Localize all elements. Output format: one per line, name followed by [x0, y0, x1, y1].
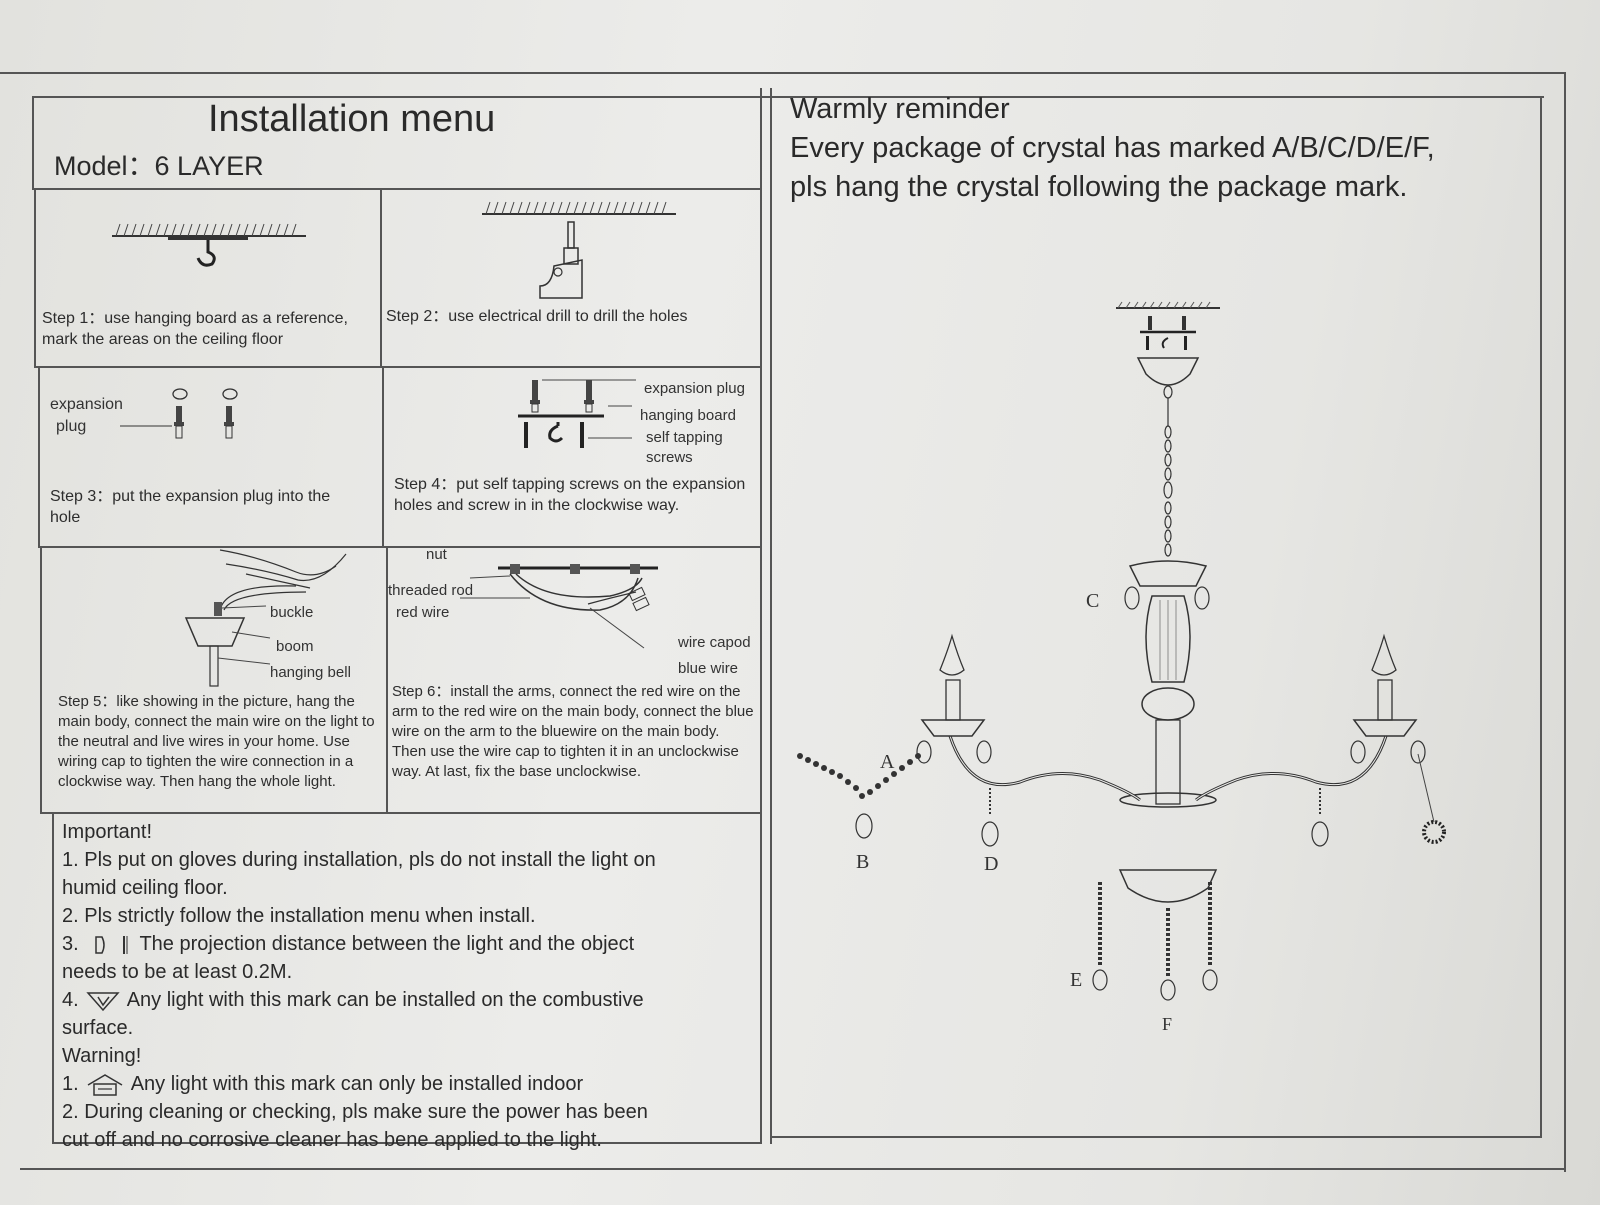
- step4-label-self-tapping: self tapping: [646, 429, 723, 446]
- cell-divider-3: [386, 546, 388, 812]
- warning-item-2a: 2. During cleaning or checking, pls make…: [62, 1101, 648, 1123]
- left-panel-bottom: [52, 1142, 762, 1144]
- important-item-4-number: 4.: [62, 989, 79, 1011]
- step1-ceiling-hook-illustration: [112, 223, 306, 267]
- important-item-2: 2. Pls strictly follow the installation …: [62, 905, 536, 927]
- step5-text: Step 5：like showing in the picture, hang…: [58, 693, 375, 790]
- warning-item-1-number: 1.: [62, 1073, 79, 1095]
- outer-border-right: [1564, 72, 1566, 1172]
- mark-a: A: [880, 751, 895, 773]
- step4-label-screws: screws: [646, 449, 693, 466]
- step6-arm-illustration: [460, 564, 658, 649]
- step4-screw-board-illustration: [518, 379, 636, 448]
- step4-label-expansion-plug: expansion plug: [644, 380, 745, 397]
- warning-item-1: 1. Any light with this mark can only be …: [62, 1070, 756, 1098]
- mark-e: E: [1070, 969, 1082, 991]
- important-item-1b: humid ceiling floor.: [62, 877, 228, 899]
- step2-text: Step 2：use electrical drill to drill the…: [386, 308, 688, 325]
- step5-main-body-illustration: [184, 549, 347, 687]
- important-item-3a: 3. The projection distance between the l…: [62, 930, 756, 958]
- warning-item-1-text: Any light with this mark can only be ins…: [130, 1073, 584, 1095]
- notes-block: Important! 1. Pls put on gloves during i…: [62, 818, 756, 1154]
- step3-expansion-plug-illustration: [120, 388, 238, 439]
- step6-text: Step 6：install the arms, connect the red…: [392, 683, 754, 780]
- table-border-left-4: [52, 812, 54, 1142]
- projection-distance-icon: [95, 935, 128, 954]
- row-divider-1: [34, 366, 760, 368]
- step3-text: Step 3：put the expansion plug into the h…: [50, 488, 331, 526]
- important-item-3-number: 3.: [62, 933, 79, 955]
- table-border-left-2: [38, 366, 40, 546]
- step4-text: Step 4：put self tapping screws on the ex…: [394, 476, 746, 514]
- important-item-4a: 4. Any light with this mark can be insta…: [62, 986, 756, 1014]
- important-item-3b: needs to be at least 0.2M.: [62, 961, 293, 983]
- step4-label-hanging-board: hanging board: [640, 407, 736, 424]
- cell-divider-1: [380, 188, 382, 366]
- model-label: Model：6 LAYER: [54, 151, 264, 181]
- outer-border-top: [0, 72, 1566, 74]
- mark-d: D: [984, 853, 998, 875]
- step1-text: Step 1：use hanging board as a reference,…: [42, 310, 348, 348]
- step2-drill-illustration: [482, 201, 676, 299]
- row-divider-2: [38, 546, 760, 548]
- cell-divider-2: [382, 366, 384, 546]
- column-divider-1: [760, 88, 762, 1144]
- step5-label-hanging-bell: hanging bell: [270, 664, 351, 681]
- table-border-left-upper: [32, 96, 34, 188]
- row-divider-3: [40, 812, 760, 814]
- reminder-title: Warmly reminder: [790, 93, 1010, 125]
- table-border-right: [1540, 96, 1542, 1138]
- reminder-block: Warmly reminder Every package of crystal…: [790, 90, 1435, 207]
- step6-label-blue-wire: blue wire: [678, 660, 739, 677]
- important-title: Important!: [62, 821, 153, 843]
- step6-label-wire-capod: wire capod: [678, 634, 751, 651]
- mark-f: F: [1162, 1014, 1172, 1034]
- step6-label-nut: nut: [426, 546, 447, 563]
- outer-border-bottom: [20, 1168, 1566, 1170]
- important-item-4-text: Any light with this mark can be installe…: [126, 989, 644, 1011]
- combustible-surface-icon: [86, 991, 120, 1011]
- step6-label-red-wire: red wire: [396, 604, 450, 621]
- step3-label-plug: plug: [56, 418, 87, 435]
- table-border-top: [32, 96, 1544, 98]
- right-panel-bottom: [770, 1136, 1542, 1138]
- step5-label-boom: boom: [276, 638, 314, 655]
- chandelier-diagram: C A B D: [797, 301, 1446, 1034]
- mark-b: B: [856, 851, 869, 873]
- sheet-title: Installation menu: [208, 98, 496, 140]
- important-item-1a: 1. Pls put on gloves during installation…: [62, 849, 656, 871]
- reminder-line-2: pls hang the crystal following the packa…: [790, 171, 1408, 203]
- mark-c: C: [1086, 590, 1099, 612]
- important-item-3-text: The projection distance between the ligh…: [139, 933, 635, 955]
- warning-item-2b: cut off and no corrosive cleaner has ben…: [62, 1129, 602, 1151]
- warning-title: Warning!: [62, 1045, 142, 1067]
- step5-label-buckle: buckle: [270, 604, 314, 621]
- row-divider-header: [32, 188, 760, 190]
- step3-label-expansion: expansion: [50, 396, 123, 413]
- reminder-line-1: Every package of crystal has marked A/B/…: [790, 132, 1435, 164]
- indoor-use-icon: [87, 1073, 123, 1096]
- table-border-left-3: [40, 546, 42, 812]
- important-item-4b: surface.: [62, 1017, 134, 1039]
- column-divider-2: [770, 88, 772, 1144]
- table-border-left-1: [34, 188, 36, 366]
- step6-label-threaded-rod: threaded rod: [388, 582, 474, 599]
